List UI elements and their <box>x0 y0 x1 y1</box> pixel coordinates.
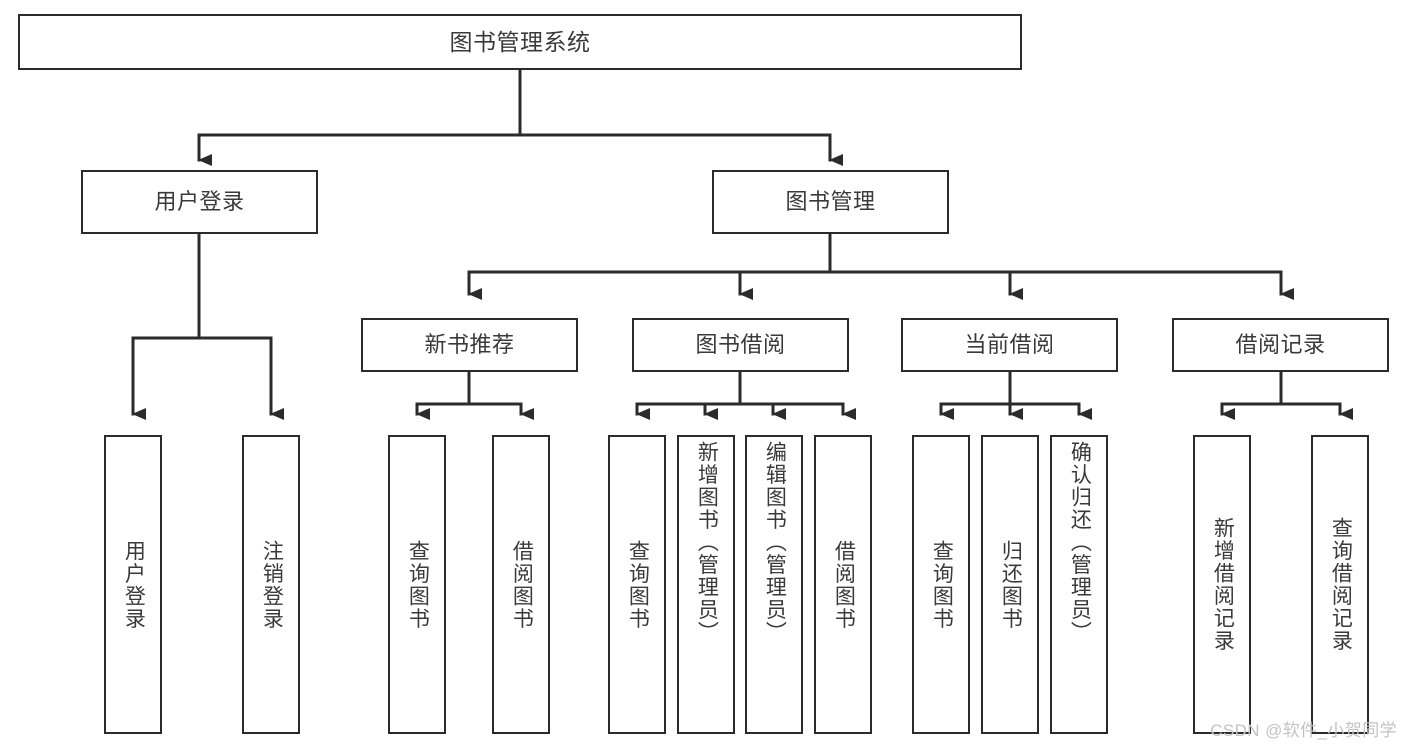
leaf-query-borrow-record[interactable]: 查询借阅记录 <box>1311 435 1369 734</box>
node-label: 图书管理系统 <box>449 28 591 55</box>
leaf-borrow-book[interactable]: 借阅图书 <box>814 435 872 734</box>
node-label: 借阅图书 <box>510 539 534 630</box>
node-label: 查询图书 <box>406 539 430 630</box>
leaf-borrow-book-recommend[interactable]: 借阅图书 <box>492 435 550 734</box>
node-label: 查询图书 <box>930 539 954 630</box>
leaf-add-borrow-record[interactable]: 新增借阅记录 <box>1193 435 1251 734</box>
leaf-edit-book-admin[interactable]: 编辑图书（管理员） <box>745 435 803 734</box>
node-new-book-recommend[interactable]: 新书推荐 <box>361 318 578 372</box>
node-label: 注销登录 <box>260 539 284 630</box>
node-label: 查询图书 <box>626 539 650 630</box>
leaf-query-book-borrow[interactable]: 查询图书 <box>608 435 666 734</box>
node-label: 用户登录 <box>154 189 245 215</box>
node-book-management[interactable]: 图书管理 <box>712 170 949 234</box>
node-label: 编辑图书（管理员） <box>763 441 787 644</box>
node-label: 查询借阅记录 <box>1329 517 1353 652</box>
node-book-borrow[interactable]: 图书借阅 <box>632 318 849 372</box>
node-label: 新书推荐 <box>424 332 515 358</box>
node-label: 新增借阅记录 <box>1211 517 1235 652</box>
leaf-query-book-current[interactable]: 查询图书 <box>912 435 970 734</box>
node-user-login[interactable]: 用户登录 <box>81 170 318 234</box>
watermark: CSDN @软件_小贺同学 <box>1210 721 1397 740</box>
leaf-add-book-admin[interactable]: 新增图书（管理员） <box>677 435 735 734</box>
node-root-system[interactable]: 图书管理系统 <box>18 14 1022 70</box>
leaf-confirm-return-admin[interactable]: 确认归还（管理员） <box>1050 435 1108 734</box>
node-label: 借阅图书 <box>832 539 856 630</box>
node-label: 图书借阅 <box>695 332 786 358</box>
node-label: 新增图书（管理员） <box>695 441 719 644</box>
node-label: 用户登录 <box>122 539 146 630</box>
node-label: 确认归还（管理员） <box>1068 441 1092 644</box>
node-label: 归还图书 <box>999 539 1023 630</box>
leaf-query-book-recommend[interactable]: 查询图书 <box>388 435 446 734</box>
leaf-logout[interactable]: 注销登录 <box>242 435 300 734</box>
node-current-borrow[interactable]: 当前借阅 <box>901 318 1118 372</box>
node-label: 当前借阅 <box>964 332 1055 358</box>
leaf-return-book[interactable]: 归还图书 <box>981 435 1039 734</box>
leaf-user-login[interactable]: 用户登录 <box>104 435 162 734</box>
node-borrow-record[interactable]: 借阅记录 <box>1172 318 1389 372</box>
node-label: 借阅记录 <box>1235 332 1326 358</box>
node-label: 图书管理 <box>785 189 876 215</box>
